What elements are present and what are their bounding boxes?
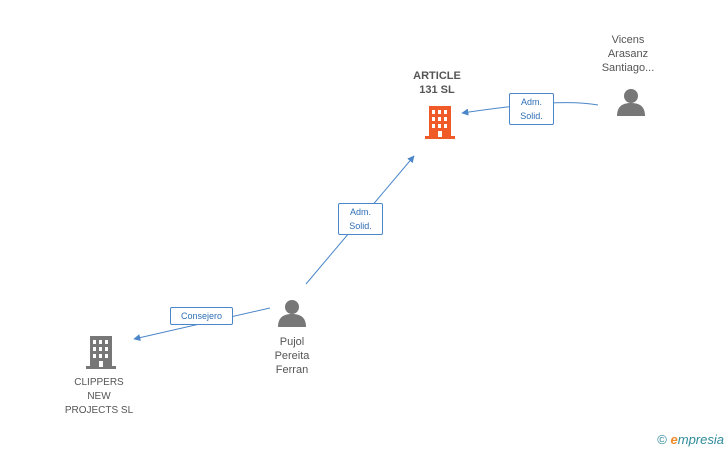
node-label-line: Arasanz — [607, 48, 649, 60]
node-label-line: PROJECTS SL — [64, 405, 134, 416]
edge-label-line: Solid. — [520, 111, 543, 121]
empresia-watermark: © empresia — [657, 432, 724, 447]
node-label-line: Vicens — [611, 34, 645, 46]
brand-logo-text: mpresia — [677, 432, 724, 447]
node-label-vicens[interactable]: Vicens Arasanz Santiago... — [588, 33, 668, 75]
edge-label-line: Adm. — [349, 207, 371, 217]
node-label-line: Santiago... — [601, 62, 655, 74]
person-icon[interactable] — [617, 89, 645, 116]
node-label-line: CLIPPERS — [74, 377, 124, 388]
edge-label-line: Adm. — [520, 97, 542, 107]
node-label-line: 131 SL — [419, 84, 455, 96]
building-icon[interactable] — [425, 106, 455, 139]
edge-label-line: Solid. — [349, 221, 372, 231]
building-icon[interactable] — [86, 336, 116, 369]
brand-logo-initial: e — [670, 432, 678, 447]
edge-label-pujol-clippers[interactable]: Consejero — [170, 307, 233, 325]
node-label-line: ARTICLE — [413, 70, 461, 82]
person-icon[interactable] — [278, 300, 306, 327]
node-label-line: Ferran — [275, 364, 309, 376]
node-label-article[interactable]: ARTICLE 131 SL — [398, 69, 476, 97]
node-label-pujol[interactable]: Pujol Pereita Ferran — [257, 335, 327, 377]
node-label-line: NEW — [87, 391, 111, 402]
edge-label-vicens-article[interactable]: Adm. Solid. — [509, 93, 554, 125]
node-label-clippers[interactable]: CLIPPERS NEW PROJECTS SL — [54, 376, 144, 418]
edge-label-pujol-article[interactable]: Adm. Solid. — [338, 203, 383, 235]
node-label-line: Pujol — [279, 336, 305, 348]
edge-label-line: Consejero — [180, 311, 223, 321]
node-label-line: Pereita — [274, 350, 310, 362]
copyright-symbol: © — [657, 432, 667, 447]
